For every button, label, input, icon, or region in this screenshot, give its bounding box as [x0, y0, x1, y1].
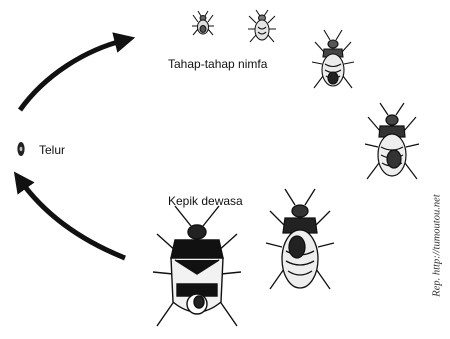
arrow-egg-to-nymph [20, 40, 125, 110]
nymph-instar-4-icon [365, 103, 419, 179]
adult-bug-icon [153, 206, 241, 326]
label-adult: Kepik dewasa [168, 194, 243, 208]
arrow-adult-to-egg [20, 180, 125, 258]
label-egg: Telur [39, 143, 65, 157]
nymph-instar-5-icon [266, 189, 334, 289]
nymph-instar-2-icon [248, 10, 276, 42]
nymph-instar-3-icon [312, 30, 354, 88]
nymph-instar-1-icon [192, 11, 214, 35]
image-credit: Rep. http://tumoutou.net [431, 194, 442, 296]
egg-icon [17, 142, 24, 156]
label-nymph-stages: Tahap-tahap nimfa [168, 57, 267, 71]
